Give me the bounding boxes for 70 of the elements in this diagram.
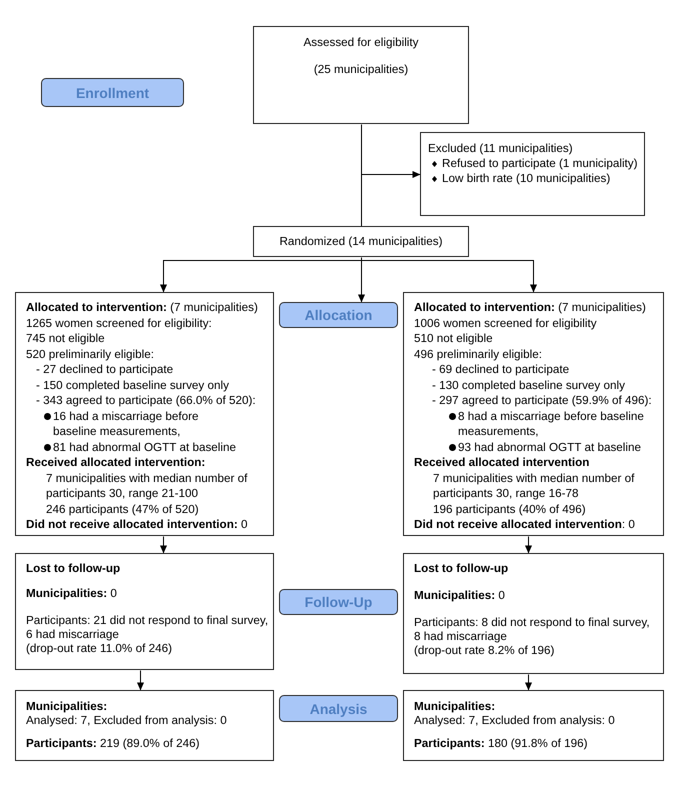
body-text: 246 participants (47% of 520) — [45, 502, 200, 517]
body-text: 496 preliminarily eligible: — [414, 346, 543, 362]
process-box — [15, 553, 274, 670]
process-box — [15, 292, 274, 536]
body-text: 520 preliminarily eligible: — [26, 346, 155, 362]
body-text: Participants: 219 (89.0% of 246) — [26, 737, 200, 751]
phase-box — [279, 302, 398, 328]
arrow — [361, 257, 537, 293]
heading-text: Municipalities: — [414, 700, 496, 714]
body-text: Randomized (14 municipalities) — [278, 234, 444, 249]
arrow — [160, 536, 167, 554]
phase-box — [41, 78, 184, 107]
body-text: Analysed: 7, Excluded from analysis: 0 — [414, 714, 616, 728]
heading-text: Lost to follow-up — [26, 562, 122, 576]
list-item-text: - 27 declined to participate — [35, 362, 174, 378]
process-box — [403, 292, 664, 536]
list-item-text: - 150 completed baseline survey only — [35, 378, 230, 393]
heading-text: Municipalities: — [26, 700, 108, 714]
body-text: Municipalities: 0 — [26, 587, 118, 601]
process-box — [253, 26, 469, 124]
arrow — [525, 674, 532, 691]
body-text: (drop-out rate 8.2% of 196) — [414, 644, 556, 658]
body-text: Assessed for eligibility — [302, 35, 420, 50]
body-text: 1006 women screened for eligibility — [414, 316, 598, 331]
arrow — [137, 670, 144, 691]
body-text: Participants: 180 (91.8% of 196) — [414, 737, 588, 751]
arrow — [525, 536, 532, 554]
bullet-item-text: 93 had abnormal OGTT at baseline — [458, 440, 641, 455]
body-text: Excluded (11 municipalities) — [428, 141, 574, 156]
list-item-text: - 297 agreed to participate (59.9% of 496): — [431, 393, 653, 408]
phase-box — [279, 589, 398, 615]
body-text: 745 not eligible — [26, 331, 106, 346]
body-text: 196 participants (40% of 496) — [432, 502, 587, 517]
bullet-item-text: 16 had a miscarriage before baseline measurements, — [53, 408, 200, 440]
phase-label: Allocation — [304, 307, 372, 323]
bullet-item-text: 8 had a miscarriage before baseline measurements, — [458, 408, 645, 440]
phase-label: Enrollment — [76, 84, 150, 100]
body-text: Participants: 8 did not respond to final survey, 8 had miscarriage — [414, 616, 650, 644]
body-text: 7 municipalities with median number of participants 30, range 16-78 — [432, 470, 636, 502]
arrow — [160, 257, 362, 293]
body-text: Did not receive allocated intervention: 0 — [26, 517, 248, 532]
process-box — [420, 132, 645, 216]
body-text: Allocated to intervention: (7 municipalities) — [26, 300, 259, 316]
heading-text: Received allocated intervention — [414, 455, 590, 470]
body-text: (25 municipalities) — [312, 62, 410, 77]
list-item-text: - 69 declined to participate — [431, 362, 570, 378]
phase-label: Analysis — [310, 700, 368, 716]
list-item-text: - 130 completed baseline survey only — [431, 378, 626, 393]
list-item-text: - 343 agreed to participate (66.0% of 520): — [35, 393, 257, 408]
body-text: 1265 women screened for eligibility: — [26, 316, 213, 331]
heading-text: Lost to follow-up — [414, 562, 510, 576]
process-box — [253, 226, 469, 257]
body-text: Did not receive allocated intervention: 0 — [414, 517, 636, 532]
body-text: Allocated to intervention: (7 municipalities) — [414, 300, 647, 316]
process-box — [403, 553, 664, 674]
body-text: Analysed: 7, Excluded from analysis: 0 — [26, 714, 228, 728]
phase-label: Follow-Up — [304, 594, 372, 610]
body-text: Participants: 21 did not respond to final survey, 6 had miscarriage — [26, 614, 269, 642]
bullet-item-text: Low birth rate (10 municipalities) — [442, 171, 610, 186]
process-box — [15, 690, 274, 761]
body-text: (drop-out rate 11.0% of 246) — [26, 642, 173, 656]
heading-text: Received allocated intervention: — [26, 455, 206, 470]
bullet-item-text: 81 had abnormal OGTT at baseline — [53, 440, 236, 455]
body-text: 510 not eligible — [414, 331, 494, 346]
phase-box — [279, 695, 398, 722]
arrow — [361, 124, 421, 178]
body-text: Municipalities: 0 — [414, 589, 506, 603]
body-text: 7 municipalities with median number of participants 30, range 21-100 — [45, 470, 248, 502]
bullet-item-text: Refused to participate (1 municipality) — [442, 156, 638, 171]
process-box — [403, 690, 664, 761]
